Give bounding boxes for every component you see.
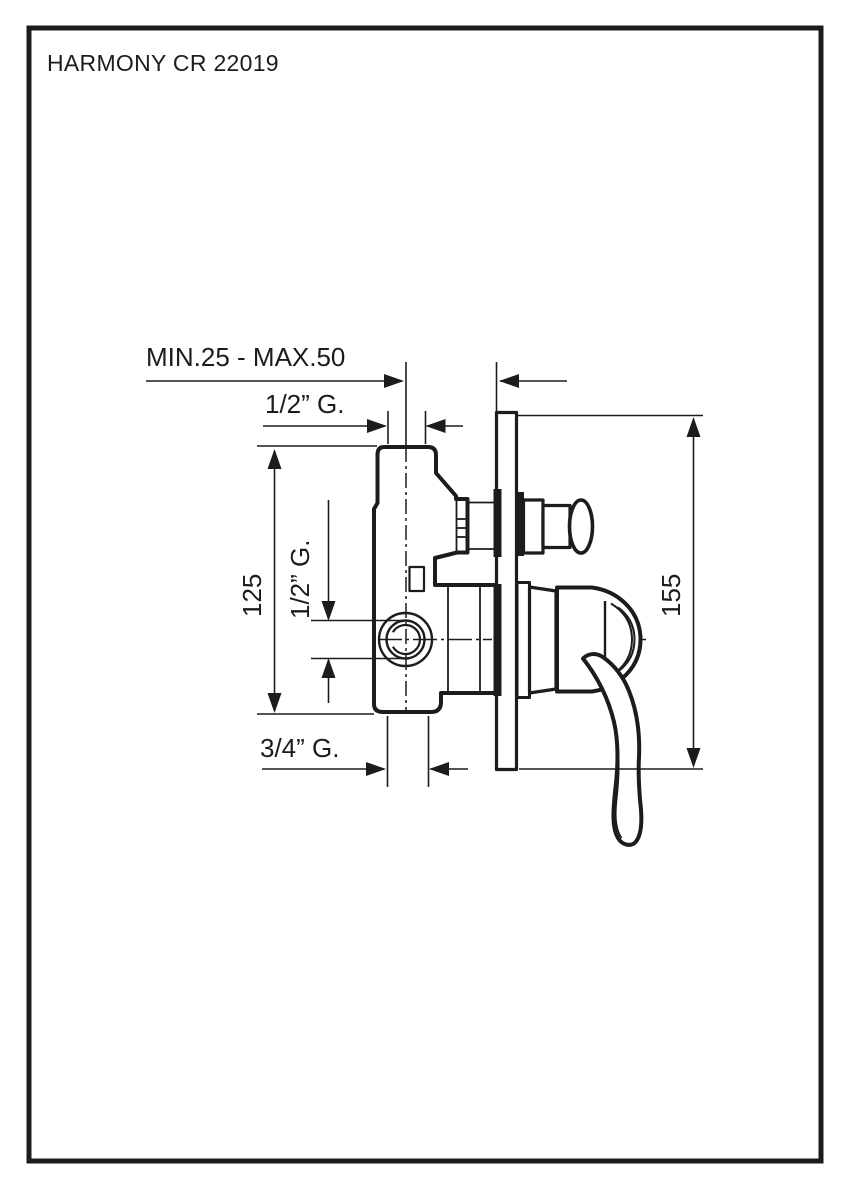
diverter-knob <box>521 498 595 555</box>
arrow-right <box>384 374 404 388</box>
escutcheon-flange <box>515 581 531 699</box>
knob-cap <box>567 498 595 555</box>
stub-thread-ribs <box>457 518 467 538</box>
outlet-marking-rect <box>408 565 426 593</box>
technical-drawing: MIN.25 - MAX.50 1/2” G. 125 <box>146 342 703 847</box>
dim-top-connection: 1/2” G. <box>263 389 463 444</box>
arrow-left <box>425 419 446 433</box>
arrow-left <box>499 374 519 388</box>
lever-contour-line <box>591 668 623 839</box>
dim-bottom-connection: 3/4” G. <box>260 716 468 787</box>
top-connection-label: 1/2” G. <box>265 389 344 419</box>
product-title: HARMONY CR 22019 <box>47 50 279 76</box>
valve-body <box>372 445 501 714</box>
arrow-right <box>366 762 386 776</box>
knob-flange <box>521 498 545 555</box>
arrow-down <box>321 601 336 621</box>
side-connection-label: 1/2” G. <box>285 540 315 619</box>
page-border-frame <box>26 25 824 1164</box>
escutcheon-ring <box>527 585 558 695</box>
dim-plate-height: 155 <box>517 414 703 770</box>
mounting-depth-label: MIN.25 - MAX.50 <box>146 342 345 372</box>
bottom-connection-label: 3/4” G. <box>260 733 339 763</box>
arrow-up <box>321 658 336 678</box>
arrow-down <box>267 693 282 713</box>
dim-body-height: 125 <box>237 445 377 715</box>
arrow-up <box>686 417 701 437</box>
handle-assembly <box>515 581 644 847</box>
arrow-right <box>367 419 387 433</box>
knob-stem <box>541 503 572 550</box>
arrow-left <box>429 762 449 776</box>
body-height-label: 125 <box>237 574 267 617</box>
diverter-pipe-lines <box>467 501 496 550</box>
arrow-up <box>267 449 282 469</box>
arrow-down <box>686 748 701 768</box>
plate-height-label: 155 <box>656 574 686 617</box>
dim-mounting-depth: MIN.25 - MAX.50 <box>146 342 567 446</box>
dim-side-connection: 1/2” G. <box>285 500 406 703</box>
